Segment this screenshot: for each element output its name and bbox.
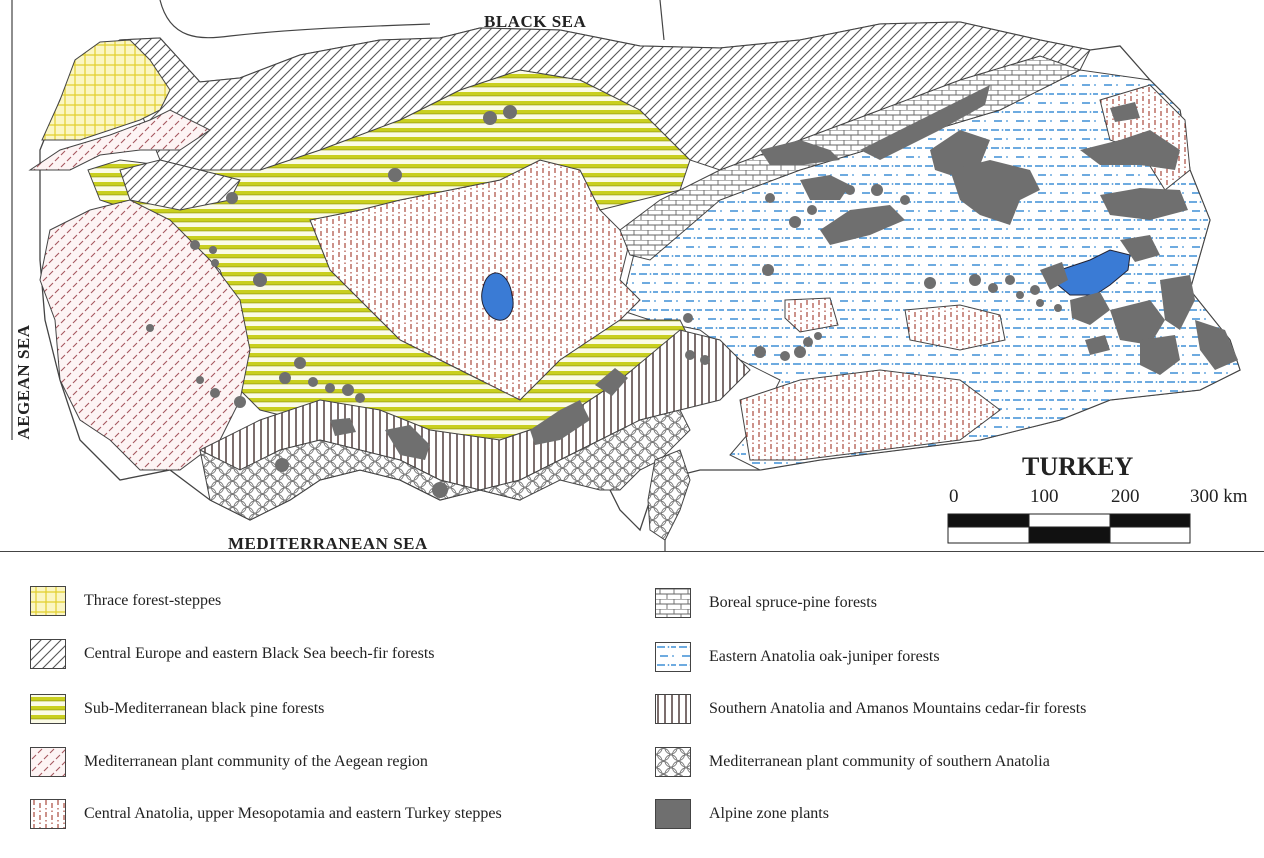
- scale-bar: [947, 513, 1191, 544]
- legend-label: Mediterranean plant community of souther…: [709, 753, 1050, 770]
- legend-item-black-pine: Sub-Mediterranean black pine forests: [30, 694, 324, 724]
- dashed-horizontal-icon: [655, 642, 691, 672]
- lake-tuz: [481, 272, 514, 321]
- mediterranean-sea-label: MEDITERRANEAN SEA: [228, 534, 428, 552]
- region-east-steppe-1: [739, 369, 1001, 461]
- hexagon-pattern-icon: [655, 747, 691, 777]
- horizontal-stripes-icon: [30, 694, 66, 724]
- legend-item-beech-fir: Central Europe and eastern Black Sea bee…: [30, 639, 435, 669]
- vegetation-map: BLACK SEA MEDITERRANEAN SEA AEGEAN SEA T…: [0, 0, 1264, 552]
- legend-item-aegean: Mediterranean plant community of the Aeg…: [30, 747, 428, 777]
- map-canvas: [11, 0, 1241, 551]
- legend-label: Alpine zone plants: [709, 805, 829, 822]
- legend-item-steppe: Central Anatolia, upper Mesopotamia and …: [30, 799, 502, 829]
- scale-tick-200: 200: [1111, 486, 1140, 507]
- vertical-lines-icon: [655, 694, 691, 724]
- aegean-sea-label: AEGEAN SEA: [14, 324, 33, 440]
- region-thrace-aegean: [28, 109, 211, 171]
- legend-item-thrace: Thrace forest-steppes: [30, 586, 221, 616]
- country-label: TURKEY: [1022, 452, 1134, 481]
- alpine-zones: [146, 85, 1238, 498]
- region-beech-fir: [119, 21, 1091, 171]
- legend-label: Southern Anatolia and Amanos Mountains c…: [709, 700, 1087, 717]
- region-east-steppe-2: [904, 304, 1006, 351]
- scale-tick-0: 0: [949, 486, 959, 507]
- legend-item-south-mediterranean: Mediterranean plant community of souther…: [655, 747, 1050, 777]
- legend-label: Sub-Mediterranean black pine forests: [84, 700, 325, 717]
- region-east-steppe-3: [784, 297, 839, 333]
- scale-tick-100: 100: [1030, 486, 1059, 507]
- legend-label: Central Europe and eastern Black Sea bee…: [84, 645, 435, 662]
- diagonal-hatch-icon: [30, 639, 66, 669]
- black-sea-label: BLACK SEA: [484, 12, 587, 31]
- legend-label: Eastern Anatolia oak-juniper forests: [709, 648, 940, 665]
- legend-item-cedar-fir: Southern Anatolia and Amanos Mountains c…: [655, 694, 1086, 724]
- legend-item-spruce: Boreal spruce-pine forests: [655, 588, 877, 618]
- solid-gray-icon: [655, 799, 691, 829]
- brick-pattern-icon: [655, 588, 691, 618]
- region-beech-fir-west: [119, 159, 241, 211]
- legend-label: Thrace forest-steppes: [84, 592, 222, 609]
- legend-label: Boreal spruce-pine forests: [709, 594, 877, 611]
- legend-label: Mediterranean plant community of the Aeg…: [84, 753, 428, 770]
- lake-van: [1057, 249, 1131, 296]
- grid-pattern-icon: [30, 586, 66, 616]
- dashed-diagonal-icon: [30, 747, 66, 777]
- legend-label: Central Anatolia, upper Mesopotamia and …: [84, 805, 502, 822]
- legend-item-oak-juniper: Eastern Anatolia oak-juniper forests: [655, 642, 940, 672]
- scale-tick-300: 300 km: [1190, 486, 1248, 507]
- region-thrace: [41, 39, 171, 141]
- legend-item-alpine: Alpine zone plants: [655, 799, 829, 829]
- region-south-mediterranean-hatay: [647, 449, 691, 541]
- map-legend: Thrace forest-steppes Central Europe and…: [0, 553, 1264, 858]
- dotted-vertical-icon: [30, 799, 66, 829]
